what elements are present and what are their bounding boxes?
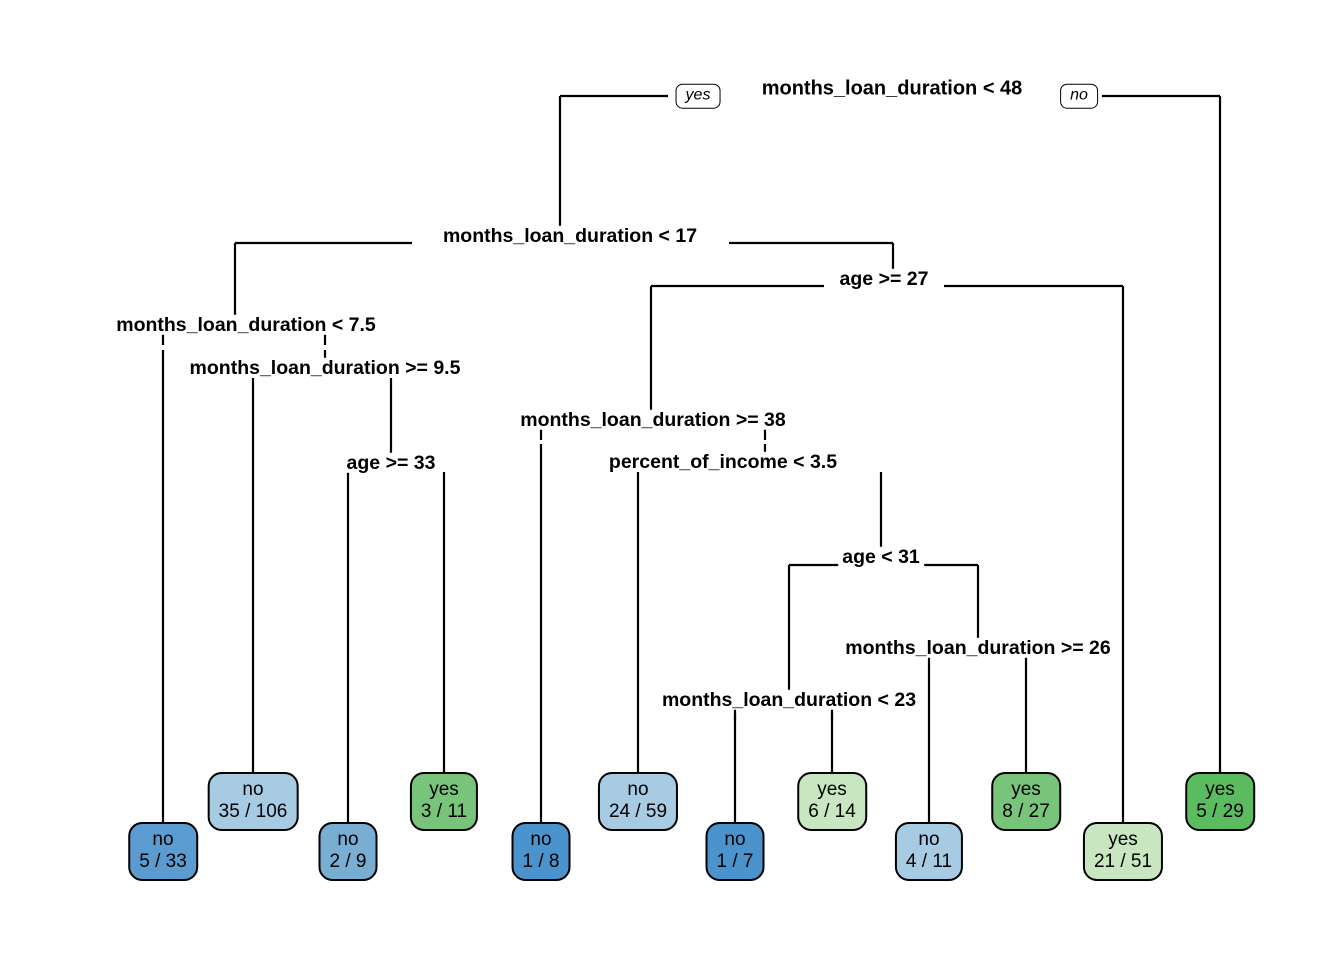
leaf-fraction-label: 8 / 27: [1002, 801, 1050, 823]
leaf-class-label: yes: [1205, 779, 1235, 800]
leaf-fraction-label: 6 / 14: [808, 801, 856, 823]
leaf-fraction-label: 1 / 7: [716, 851, 754, 873]
split-node-months_loan_duration-38: months_loan_duration >= 38: [516, 409, 790, 430]
leaf-class-label: no: [152, 829, 174, 850]
leaf-class-label: no: [627, 779, 649, 800]
leaf-class-label: no: [530, 829, 552, 850]
leaf-fraction-label: 1 / 8: [522, 851, 560, 873]
leaf-class-label: no: [918, 829, 940, 850]
leaf-node: no 35 / 106: [207, 772, 299, 832]
leaf-class-label: no: [242, 779, 264, 800]
leaf-node: yes 6 / 14: [797, 772, 867, 832]
leaf-fraction-label: 5 / 29: [1196, 801, 1244, 823]
split-node-percent_of_income-3_5: percent_of_income < 3.5: [604, 451, 842, 472]
leaf-fraction-label: 21 / 51: [1093, 851, 1153, 873]
leaf-node: no 5 / 33: [128, 822, 198, 882]
leaf-fraction-label: 24 / 59: [608, 801, 668, 823]
leaf-node: yes 5 / 29: [1185, 772, 1255, 832]
split-node-months_loan_duration-48: months_loan_duration < 48: [757, 78, 1027, 100]
leaf-fraction-label: 35 / 106: [218, 801, 288, 823]
leaf-class-label: yes: [1108, 829, 1138, 850]
leaf-class-label: no: [724, 829, 746, 850]
split-node-months_loan_duration-26: months_loan_duration >= 26: [841, 637, 1115, 658]
split-node-months_loan_duration-17: months_loan_duration < 17: [438, 225, 702, 246]
split-node-months_loan_duration-7_5: months_loan_duration < 7.5: [112, 314, 380, 335]
leaf-node: no 2 / 9: [318, 822, 378, 882]
leaf-node: yes 21 / 51: [1082, 822, 1164, 882]
branch-label-no: no: [1060, 83, 1098, 109]
leaf-class-label: yes: [817, 779, 847, 800]
leaf-fraction-label: 5 / 33: [139, 851, 187, 873]
branch-label-yes: yes: [675, 83, 721, 109]
leaf-node: no 4 / 11: [894, 822, 964, 882]
leaf-class-label: yes: [429, 779, 459, 800]
leaf-fraction-label: 2 / 9: [329, 851, 367, 873]
split-node-age-27: age >= 27: [835, 268, 933, 289]
leaf-node: no 24 / 59: [597, 772, 679, 832]
leaf-class-label: yes: [1011, 779, 1041, 800]
leaf-class-label: no: [337, 829, 359, 850]
split-node-age-31: age < 31: [838, 546, 924, 567]
split-node-months_loan_duration-9_5: months_loan_duration >= 9.5: [185, 357, 465, 378]
split-node-age-33: age >= 33: [342, 452, 440, 473]
leaf-fraction-label: 4 / 11: [905, 851, 953, 873]
leaf-node: no 1 / 8: [511, 822, 571, 882]
leaf-node: yes 8 / 27: [991, 772, 1061, 832]
split-node-months_loan_duration-23: months_loan_duration < 23: [657, 689, 921, 710]
leaf-fraction-label: 3 / 11: [420, 801, 468, 823]
leaf-node: no 1 / 7: [705, 822, 765, 882]
leaf-node: yes 3 / 11: [409, 772, 479, 832]
